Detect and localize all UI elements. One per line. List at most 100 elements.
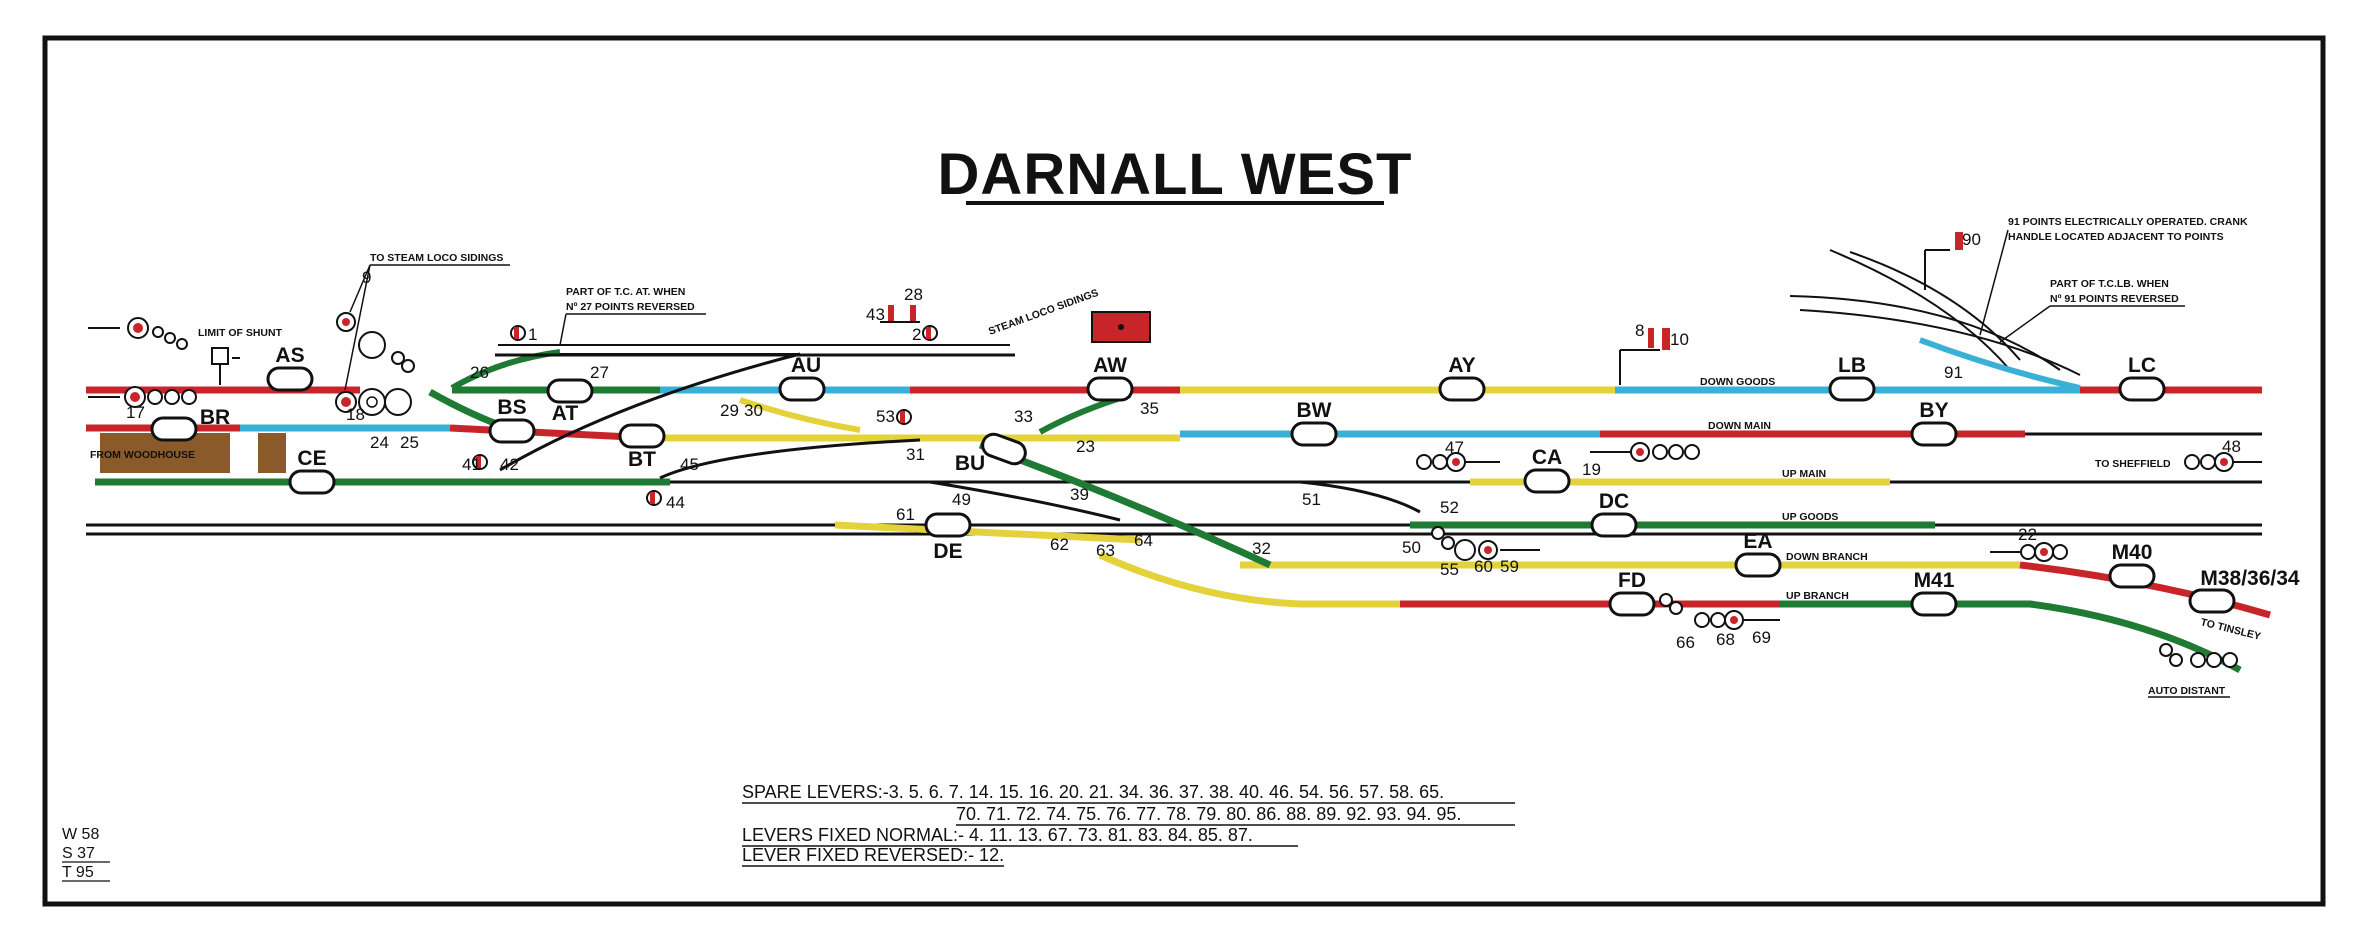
signals [88, 232, 2262, 668]
svg-text:DC: DC [1599, 490, 1629, 513]
tc-lb: LB [1828, 354, 1876, 402]
lever-fixed-reversed: LEVER FIXED REVERSED:- 12. [742, 845, 1004, 865]
svg-text:30: 30 [744, 401, 763, 420]
track-42-curve [499, 352, 801, 472]
svg-text:60: 60 [1474, 557, 1493, 576]
label-from-woodhouse: FROM WOODHOUSE [90, 449, 195, 461]
note-leader-1 [349, 264, 371, 313]
svg-text:EA: EA [1743, 530, 1772, 553]
tc-dc: DC [1590, 490, 1638, 538]
label-down-goods: DOWN GOODS [1700, 376, 1775, 388]
tc-ea: EA [1734, 530, 1782, 578]
track-crossover-bu [978, 441, 1272, 569]
svg-text:M38/36/34: M38/36/34 [2200, 567, 2300, 590]
svg-text:BS: BS [497, 396, 526, 419]
tc-de: DE [924, 512, 972, 563]
track-up-branch-a [1098, 551, 1400, 608]
track-lb-cyan [1918, 337, 2081, 391]
svg-text:24: 24 [370, 433, 389, 452]
diagram-frame [42, 35, 2326, 907]
tc-lc: LC [2118, 354, 2166, 402]
svg-text:69: 69 [1752, 628, 1771, 647]
svg-text:64: 64 [1134, 531, 1153, 550]
label-points-91-1: 91 POINTS ELECTRICALLY OPERATED. CRANK [2008, 216, 2248, 228]
svg-text:32: 32 [1252, 539, 1271, 558]
svg-text:9: 9 [362, 268, 371, 287]
signal-48-icon [2184, 452, 2262, 472]
note-leader-4 [1979, 229, 2009, 336]
track-xover-30 [739, 397, 861, 433]
platform-woodhouse-2 [258, 433, 286, 473]
note-leader-5 [1999, 305, 2051, 343]
svg-text:18: 18 [346, 405, 365, 424]
svg-text:27: 27 [590, 363, 609, 382]
svg-text:50: 50 [1402, 538, 1421, 557]
svg-text:48: 48 [2222, 437, 2241, 456]
signal-22-icon [1990, 542, 2068, 562]
line-labels: DOWN GOODS DOWN MAIN UP MAIN UP GOODS DO… [1700, 376, 1868, 602]
svg-text:25: 25 [400, 433, 419, 452]
svg-text:49: 49 [952, 490, 971, 509]
signal-10-icon [1619, 328, 1670, 385]
svg-text:22: 22 [2018, 525, 2037, 544]
signal-53-icon [896, 409, 912, 425]
svg-text:LC: LC [2128, 354, 2156, 377]
svg-text:AT: AT [552, 402, 579, 425]
signal-41-icon [472, 454, 488, 470]
svg-text:62: 62 [1050, 535, 1069, 554]
signal-9-icon [336, 312, 415, 373]
track-fan-4 [1849, 251, 2021, 361]
svg-text:33: 33 [1014, 407, 1033, 426]
label-limit-of-shunt: LIMIT OF SHUNT [198, 327, 283, 339]
svg-text:8: 8 [1635, 321, 1644, 340]
svg-text:2: 2 [912, 325, 921, 344]
svg-text:45: 45 [680, 455, 699, 474]
track-down-main-c [449, 424, 651, 442]
track-fan-3 [1829, 249, 2011, 371]
label-part-tc-at-1: PART OF T.C. AT. WHEN [566, 286, 685, 298]
svg-text:59: 59 [1500, 557, 1519, 576]
signal-shunt-left-icon [88, 317, 188, 350]
svg-text:68: 68 [1716, 630, 1735, 649]
tc-bw: BW [1290, 399, 1338, 447]
label-steam-loco-sidings: STEAM LOCO SIDINGS [987, 287, 1100, 338]
svg-text:28: 28 [904, 285, 923, 304]
track-51-curve [1299, 480, 1421, 514]
track-xover-27 [450, 349, 561, 391]
track-49-curve [929, 480, 1121, 522]
signal-90-icon [1924, 232, 1963, 290]
svg-text:BU: BU [955, 452, 985, 475]
lever-table: SPARE LEVERS:-3. 5. 6. 7. 14. 15. 16. 20… [742, 782, 1515, 867]
tc-fd: FD [1608, 569, 1656, 617]
note-leader-2 [344, 264, 371, 391]
note-leader-3 [559, 313, 567, 346]
tc-ce: CE [288, 447, 336, 495]
svg-text:BY: BY [1919, 399, 1948, 422]
diagram-title: DARNALL WEST [938, 142, 1413, 207]
svg-text:1: 1 [528, 325, 537, 344]
track-fan-1 [1789, 295, 2061, 371]
stat-t: T 95 [62, 864, 94, 881]
svg-text:AW: AW [1093, 354, 1127, 377]
tc-ca: CA [1523, 446, 1571, 494]
tc-m38: M38/36/34 [2188, 567, 2300, 614]
signal-19-icon [1590, 442, 1700, 462]
tc-aw: AW [1086, 354, 1134, 402]
tc-at: AT [546, 378, 594, 425]
svg-text:10: 10 [1670, 330, 1689, 349]
label-auto-distant: AUTO DISTANT [2148, 685, 2226, 697]
svg-text:39: 39 [1070, 485, 1089, 504]
label-up-branch: UP BRANCH [1786, 590, 1849, 602]
tc-m41: M41 [1910, 569, 1958, 617]
label-part-tc-lb-1: PART OF T.C.LB. WHEN [2050, 278, 2169, 290]
svg-text:FD: FD [1618, 569, 1646, 592]
svg-text:AS: AS [275, 344, 304, 367]
label-down-main: DOWN MAIN [1708, 420, 1771, 432]
svg-text:AU: AU [791, 354, 821, 377]
svg-text:66: 66 [1676, 633, 1695, 652]
signal-18-icon [335, 388, 412, 416]
signal-44-icon [646, 490, 662, 506]
svg-text:CA: CA [1532, 446, 1562, 469]
signal-17-icon [88, 386, 197, 408]
